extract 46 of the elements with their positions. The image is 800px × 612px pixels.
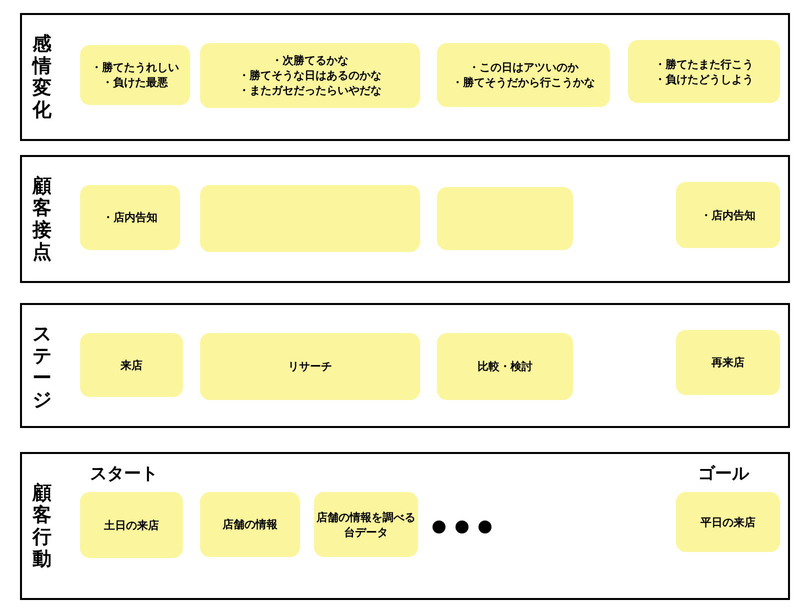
sticky-note xyxy=(200,492,300,557)
sticky-note xyxy=(80,492,183,558)
note-text: ・勝てそうな日はあるのかな xyxy=(238,68,382,83)
note-text: ・またガセだったらいやだな xyxy=(238,83,382,98)
sticky-note xyxy=(80,333,183,397)
note-text: 比較・検討 xyxy=(478,359,532,374)
sticky-note xyxy=(676,492,780,552)
note-text: ・勝てそうだから行こうかな xyxy=(452,75,595,90)
note-text: ・勝てたうれしい xyxy=(91,60,179,75)
note-text: リサーチ xyxy=(288,359,332,374)
note-text: 台データ xyxy=(344,524,388,540)
milestone-label: スタート xyxy=(90,463,158,485)
swimlane-band xyxy=(20,13,790,141)
sticky-note xyxy=(676,182,780,248)
lane-heading: 感情変化 xyxy=(30,33,52,121)
swimlane-band xyxy=(20,155,790,283)
sticky-note xyxy=(437,333,573,400)
sticky-note xyxy=(80,185,180,250)
note-text: ・負けたどうしよう xyxy=(654,72,754,86)
note-text: ・この日はアツいのか xyxy=(468,60,578,75)
note-text: 店舗の情報 xyxy=(222,517,278,532)
note-text: ・店内告知 xyxy=(102,210,158,225)
sticky-note xyxy=(200,185,420,252)
note-text: 再来店 xyxy=(712,355,744,370)
sticky-note xyxy=(314,492,418,557)
milestone-label: ゴール xyxy=(698,463,749,485)
note-text: ・負けた最悪 xyxy=(102,75,168,90)
sticky-note xyxy=(628,40,780,103)
note-text: ・勝てたまた行こう xyxy=(654,56,754,72)
note-text: ・店内告知 xyxy=(700,208,756,222)
note-text: 来店 xyxy=(120,358,142,372)
note-text: ・次勝てるかな xyxy=(272,53,348,68)
swimlane-band xyxy=(20,303,790,428)
sticky-note xyxy=(676,330,780,395)
sticky-note xyxy=(437,43,610,107)
note-text: 土日の来店 xyxy=(104,518,159,532)
note-text: 店舗の情報を調べる xyxy=(316,510,416,524)
sticky-note xyxy=(80,45,190,105)
lane-heading: 顧客行動 xyxy=(31,482,52,570)
sticky-note xyxy=(437,187,573,250)
lane-heading: ステージ xyxy=(32,323,52,411)
note-text: 平日の来店 xyxy=(700,514,756,530)
swimlane-band xyxy=(20,452,790,600)
sticky-note xyxy=(200,43,420,108)
lane-heading: 顧客接点 xyxy=(31,175,52,263)
sticky-note xyxy=(200,333,420,400)
